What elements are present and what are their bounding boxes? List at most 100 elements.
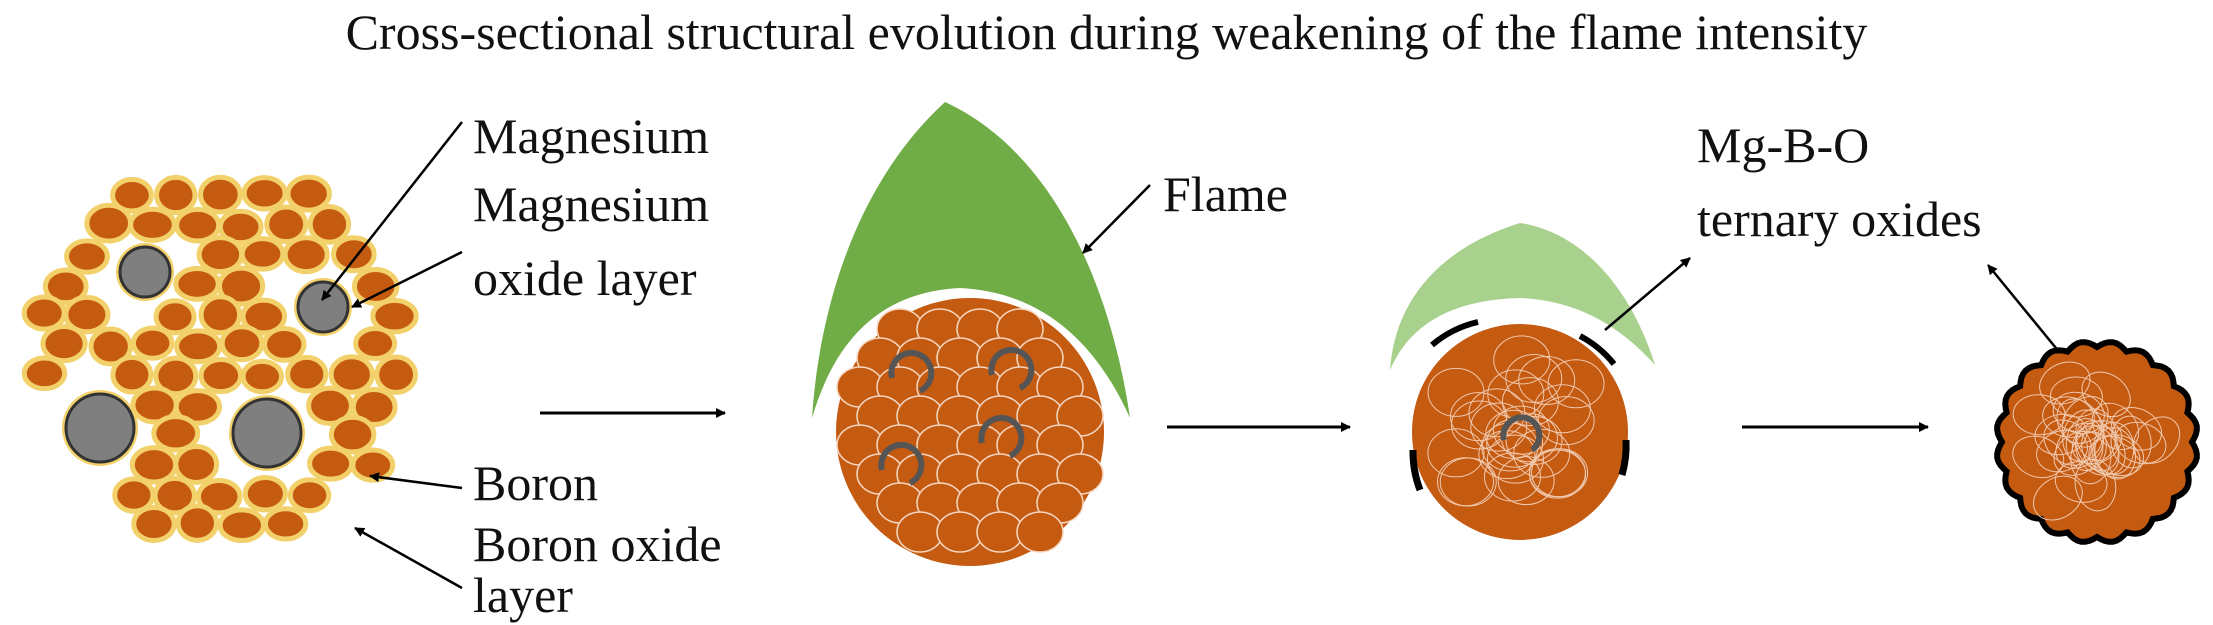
magnesium-oxide-label-line1: Magnesium bbox=[473, 176, 710, 232]
fused-grain-outline bbox=[2053, 430, 2104, 476]
boron-grain bbox=[328, 354, 375, 395]
boron-grain bbox=[217, 507, 267, 544]
fused-grain-outline bbox=[2065, 418, 2107, 472]
fused-grain-outline bbox=[1547, 359, 1605, 409]
fused-grain-outline bbox=[1513, 428, 1571, 478]
boron-grain bbox=[152, 475, 197, 516]
strong-flame bbox=[812, 102, 1130, 418]
boron-grain bbox=[175, 503, 220, 543]
boron-grain bbox=[287, 477, 332, 514]
fused-grain-outline bbox=[1439, 457, 1497, 507]
boron-grain bbox=[282, 235, 330, 275]
fused-grain-outline bbox=[2111, 407, 2163, 451]
boron-grain bbox=[370, 297, 419, 335]
mgbo-patch bbox=[1430, 319, 1479, 348]
boron-grain bbox=[1016, 511, 1064, 553]
boron-grain bbox=[374, 354, 418, 395]
boron-grain bbox=[128, 206, 177, 243]
boron-grain bbox=[198, 356, 244, 395]
boron-grain bbox=[239, 236, 286, 272]
boron-grain bbox=[21, 355, 68, 392]
burning-particle-core bbox=[836, 298, 1104, 566]
boron-grain bbox=[936, 511, 984, 553]
boron-grain bbox=[976, 511, 1024, 553]
boron-pointer bbox=[369, 472, 463, 490]
boron-grain bbox=[153, 355, 199, 397]
boron-grain bbox=[110, 177, 154, 214]
magnesium-grain bbox=[231, 397, 303, 469]
fused-grain-outline bbox=[2033, 475, 2083, 521]
fused-grain-outline bbox=[1537, 396, 1595, 446]
weak-flame bbox=[1390, 223, 1655, 370]
fused-grain-outline bbox=[2074, 425, 2120, 476]
fused-grain-outline bbox=[1493, 335, 1551, 385]
magnesium-remnant bbox=[978, 414, 1025, 459]
boron-grain bbox=[21, 294, 67, 332]
boron-grain bbox=[198, 294, 243, 336]
fused-grain-outline bbox=[1518, 356, 1576, 406]
boron-grain bbox=[110, 354, 154, 395]
boron-grain bbox=[219, 324, 265, 363]
fused-grain-outline bbox=[1497, 456, 1555, 506]
flame-pointer bbox=[1082, 184, 1151, 254]
boron-oxide-pointer bbox=[354, 526, 463, 590]
fused-core bbox=[1412, 324, 1628, 540]
fused-grain-outline bbox=[2039, 361, 2091, 405]
boron-grain bbox=[84, 202, 134, 244]
magnesium-grain bbox=[64, 392, 136, 464]
boron-grain bbox=[285, 354, 329, 394]
fused-grain-outline bbox=[2012, 394, 2066, 436]
boron-label: Boron bbox=[473, 455, 598, 511]
fused-grain-outline bbox=[2055, 422, 2105, 469]
fused-grain-outline bbox=[1501, 377, 1559, 427]
boron-grain bbox=[154, 174, 198, 216]
boron-grain bbox=[151, 414, 201, 453]
boron-grain bbox=[88, 326, 133, 367]
fused-grain-outline bbox=[2012, 435, 2065, 479]
boron-grain bbox=[353, 326, 398, 362]
mgbo-patch bbox=[1409, 449, 1424, 492]
burning-particle bbox=[812, 102, 1130, 566]
boron-grain bbox=[173, 444, 220, 485]
boron-grain bbox=[328, 414, 377, 455]
fused-grain-outline bbox=[2071, 420, 2123, 465]
weak-flame-particle bbox=[1390, 223, 1655, 540]
mgbo-pointer-1 bbox=[1604, 257, 1691, 331]
boron-grain bbox=[262, 506, 309, 542]
boron-grain bbox=[350, 386, 398, 427]
boron-grain bbox=[241, 175, 288, 212]
fused-grain-outline bbox=[2088, 435, 2141, 479]
fused-grain-outline bbox=[2132, 416, 2181, 464]
magnesium-label: Magnesium bbox=[473, 108, 710, 164]
fused-grain-outline bbox=[2061, 395, 2109, 444]
initial-particle bbox=[21, 174, 419, 544]
mgbo-patch bbox=[1618, 439, 1630, 476]
mgbo-label-line2: ternary oxides bbox=[1697, 191, 1982, 247]
mgbo-patch bbox=[1578, 333, 1617, 366]
fused-grain-outline bbox=[1505, 415, 1563, 465]
boron-grain bbox=[217, 265, 266, 307]
boron-grain bbox=[63, 294, 111, 335]
boron-grain bbox=[153, 298, 197, 336]
boron-grain bbox=[64, 238, 110, 275]
boron-grain bbox=[262, 326, 307, 363]
fused-grain-outline bbox=[2043, 419, 2092, 466]
boron-grain bbox=[285, 174, 332, 213]
boron-grain bbox=[307, 445, 355, 482]
fused-grain-outline bbox=[2110, 415, 2152, 469]
boron-grain bbox=[174, 328, 223, 365]
weak-flame-particle-core bbox=[1409, 319, 1630, 540]
final-particle bbox=[1994, 339, 2200, 545]
boron-oxide-label-line1: Boron oxide bbox=[473, 516, 722, 572]
fused-grain-outline bbox=[1450, 392, 1508, 442]
boron-grain bbox=[264, 204, 309, 245]
fused-grain-outline bbox=[2074, 458, 2117, 512]
fused-grain-outline bbox=[1487, 434, 1545, 484]
magnesium-oxide-label-line2: oxide layer bbox=[473, 250, 697, 306]
fused-grain-outline bbox=[1427, 428, 1485, 478]
boron-grain bbox=[195, 477, 243, 516]
magnesium-pointer bbox=[321, 121, 463, 301]
fused-grain-outline bbox=[1470, 402, 1528, 452]
